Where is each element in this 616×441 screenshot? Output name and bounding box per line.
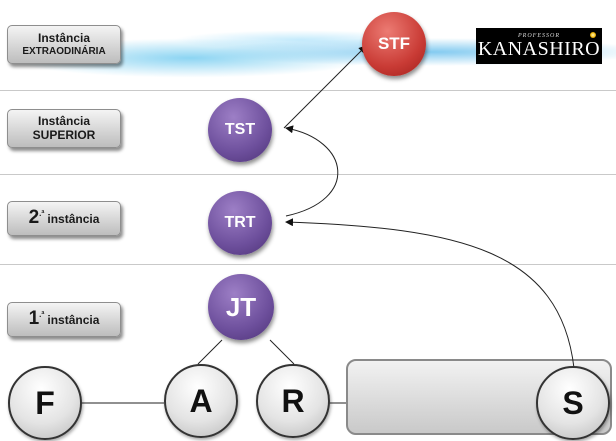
- label-instancia-extraordinaria: Instância EXTRAODINÁRIA: [7, 25, 121, 64]
- level-divider-3: [0, 264, 616, 265]
- party-s-label: S: [562, 384, 584, 421]
- grade-ordinal: .ª: [39, 209, 45, 219]
- court-stf: STF: [362, 12, 426, 76]
- arrow-trt-tst: [285, 125, 339, 217]
- level-divider-1: [0, 90, 616, 91]
- party-a-label: A: [189, 382, 213, 419]
- label-primeira-instancia: 1 .ª instância: [7, 302, 121, 337]
- star-icon: [590, 32, 596, 38]
- label-line-2: SUPERIOR: [32, 127, 96, 142]
- court-jt-label: JT: [225, 291, 257, 322]
- court-tst: TST: [208, 98, 272, 162]
- party-f: F: [8, 366, 82, 440]
- grade-word: instância: [47, 212, 100, 227]
- grade-word: instância: [47, 313, 100, 328]
- party-r: R: [256, 364, 330, 438]
- label-line-1: Instância: [37, 31, 91, 46]
- court-stf-label: STF: [377, 34, 411, 53]
- court-tst-label: TST: [224, 121, 256, 138]
- party-f-label: F: [35, 384, 55, 421]
- kanashiro-logo: PROFESSOR KANASHIRO: [476, 28, 602, 64]
- grade-number: 1: [28, 308, 40, 330]
- label-segunda-instancia: 2 .ª instância: [7, 201, 121, 236]
- court-jt: JT: [208, 274, 274, 340]
- grade-text: 1 .ª instância: [28, 308, 100, 330]
- logo-name-text: KANASHIRO: [477, 38, 601, 60]
- grade-text: 2 .ª instância: [28, 207, 100, 229]
- link-jt-r: [269, 339, 295, 365]
- arrow-tst-stf: [283, 45, 367, 129]
- logo-small-text: PROFESSOR: [518, 33, 560, 39]
- grade-ordinal: .ª: [39, 310, 45, 320]
- label-line-2: EXTRAODINÁRIA: [22, 45, 106, 57]
- label-line-1: Instância: [37, 114, 91, 129]
- label-instancia-superior: Instância SUPERIOR: [7, 109, 121, 148]
- party-s: S: [536, 366, 610, 440]
- level-divider-2: [0, 174, 616, 175]
- court-trt: TRT: [208, 191, 272, 255]
- link-jt-a: [197, 339, 223, 365]
- party-a: A: [164, 364, 238, 438]
- grade-number: 2: [28, 207, 40, 229]
- arrow-s-trt: [285, 218, 575, 369]
- party-r-label: R: [281, 382, 305, 419]
- court-trt-label: TRT: [224, 214, 256, 231]
